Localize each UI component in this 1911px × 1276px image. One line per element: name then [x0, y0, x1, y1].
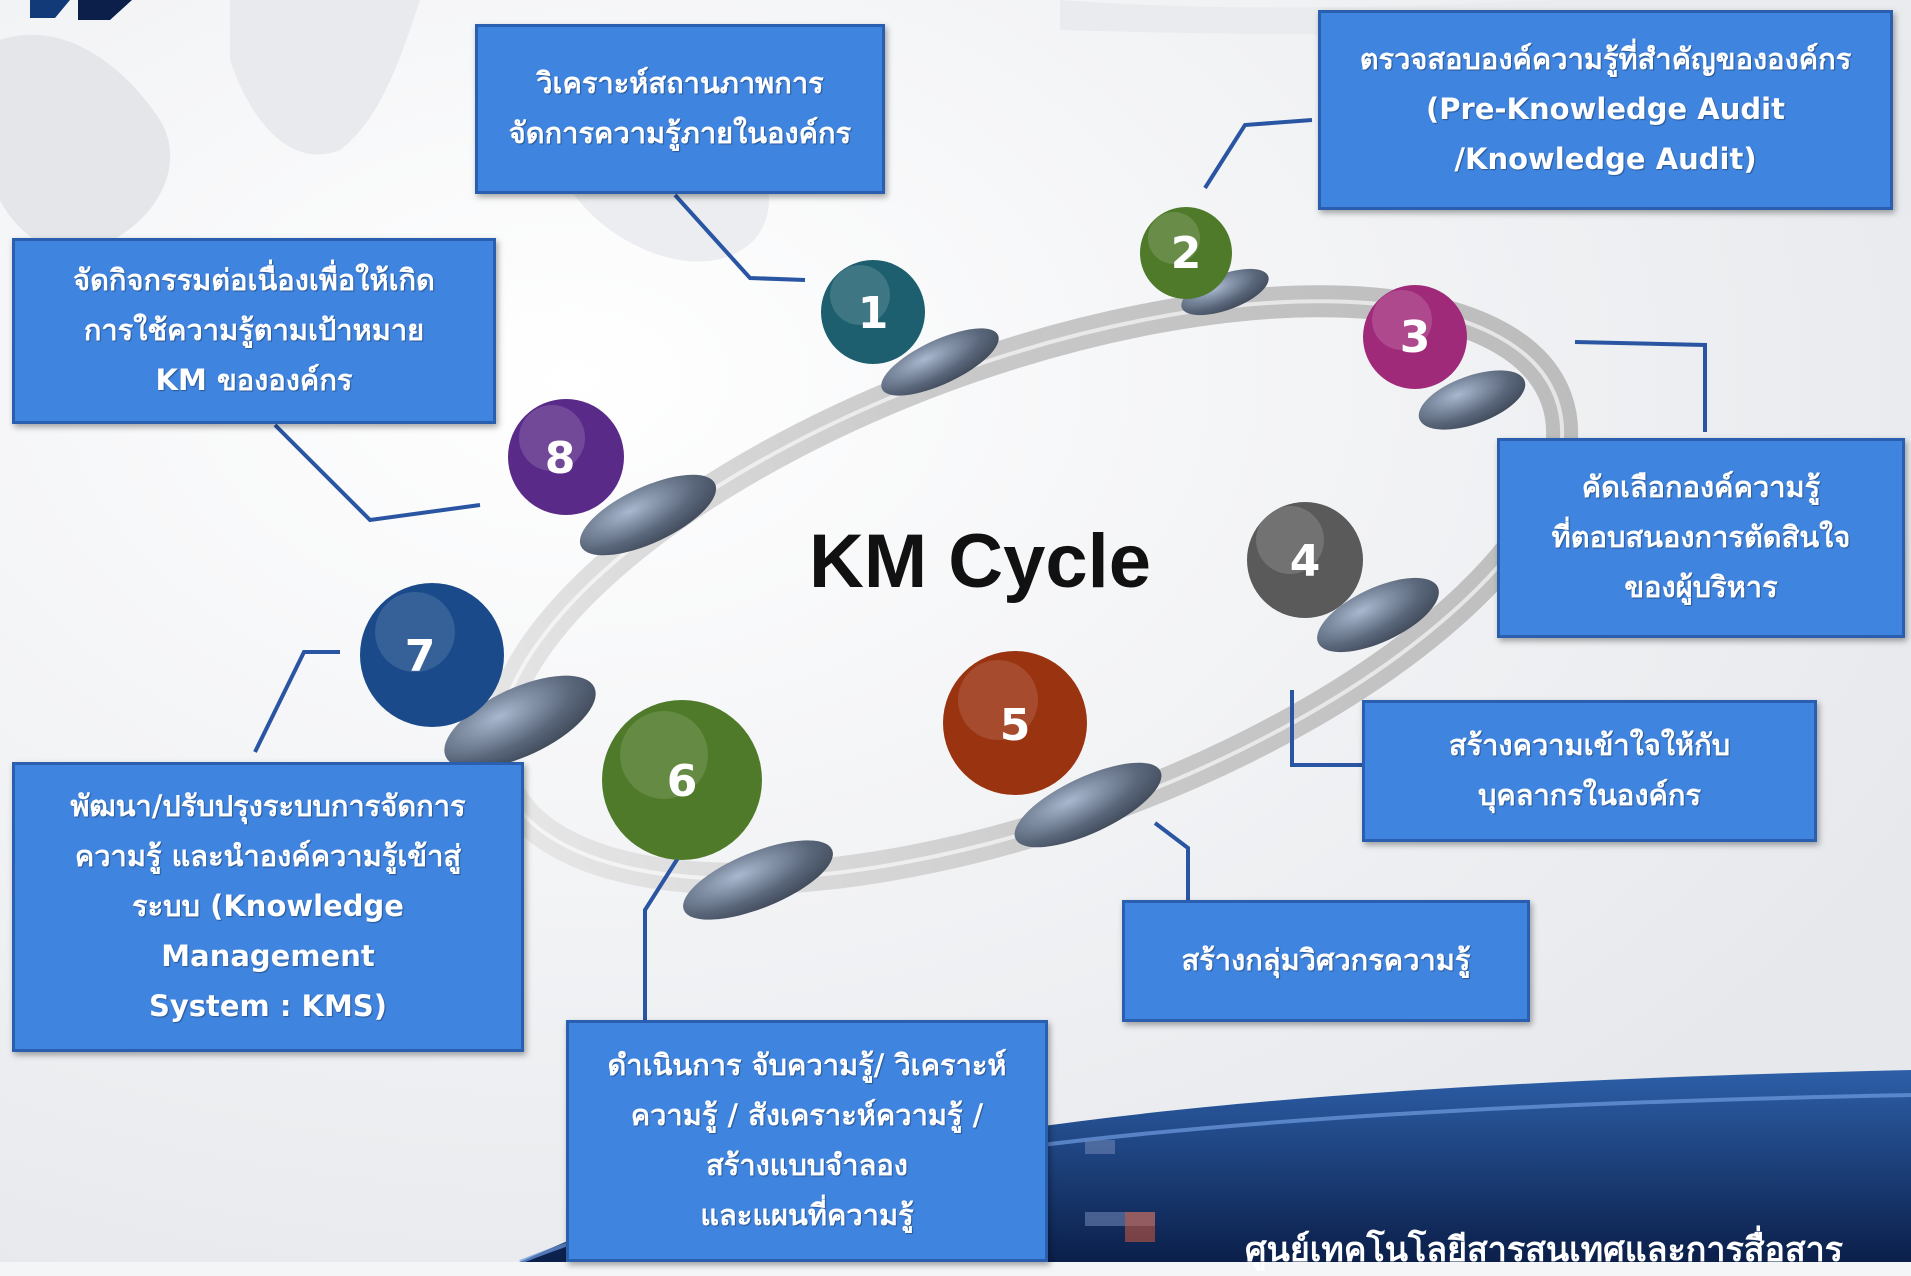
badge-8: 8 [508, 399, 624, 515]
step-6-box: ดำเนินการ จับความรู้/ วิเคราะห์ ความรู้ … [566, 1020, 1048, 1262]
disc-1 [881, 328, 999, 396]
connector-3 [1574, 340, 1707, 432]
badge-6-label: 6 [667, 756, 698, 807]
disc-7 [444, 675, 596, 769]
step-7-box: พัฒนา/ปรับปรุงระบบการจัดการ ความรู้ และน… [12, 762, 524, 1052]
connector-4 [1290, 690, 1362, 767]
badge-8-label: 8 [545, 433, 576, 484]
step-4-text: สร้างความเข้าใจให้กับ บุคลากรในองค์กร [1448, 728, 1731, 812]
step-3-text: คัดเลือกองค์ความรู้ ที่ตอบสนองการตัดสินใ… [1551, 470, 1851, 604]
step-1-box: วิเคราะห์สถานภาพการ จัดการความรู้ภายในอง… [475, 24, 885, 194]
step-2-text: ตรวจสอบองค์ความรู้ที่สำคัญขององค์กร (Pre… [1359, 42, 1852, 176]
badge-1-label: 1 [858, 288, 889, 339]
step-8-text: จัดกิจกรรมต่อเนื่องเพื่อให้เกิด การใช้คว… [73, 263, 435, 397]
logo-icon [30, 0, 132, 20]
connector-6 [643, 856, 680, 1020]
step-1-text: วิเคราะห์สถานภาพการ จัดการความรู้ภายในอง… [508, 66, 852, 150]
step-2-box: ตรวจสอบองค์ความรู้ที่สำคัญขององค์กร (Pre… [1318, 10, 1893, 210]
disc-2 [1181, 268, 1269, 316]
disc-8 [579, 474, 717, 556]
badge-1: 1 [821, 260, 925, 364]
footer-org-name: ศูนย์เทคโนโลยีสารสนเทศและการสื่อสาร [1245, 1230, 1843, 1270]
disc-3 [1418, 370, 1526, 430]
badge-4: 4 [1247, 502, 1363, 618]
disc-6 [683, 840, 833, 920]
step-3-box: คัดเลือกองค์ความรู้ ที่ตอบสนองการตัดสินใ… [1497, 438, 1905, 638]
badge-2: 2 [1140, 207, 1232, 299]
badge-7-label: 7 [405, 631, 436, 682]
center-title: KM Cycle [808, 519, 1152, 604]
step-5-text: สร้างกลุ่มวิศวกรความรู้ [1181, 943, 1471, 978]
badge-3: 3 [1363, 285, 1467, 389]
connector-8 [273, 423, 481, 523]
badge-7: 7 [360, 583, 504, 727]
disc-4 [1317, 577, 1439, 653]
badge-5: 5 [943, 651, 1087, 795]
step-7-text: พัฒนา/ปรับปรุงระบบการจัดการ ความรู้ และน… [70, 789, 466, 1023]
connector-7 [253, 650, 340, 753]
step-6-text: ดำเนินการ จับความรู้/ วิเคราะห์ ความรู้ … [607, 1048, 1007, 1232]
connector-1 [673, 193, 806, 282]
badge-5-label: 5 [1000, 700, 1031, 751]
connector-5 [1153, 821, 1190, 900]
badge-4-label: 4 [1290, 536, 1321, 587]
step-8-box: จัดกิจกรรมต่อเนื่องเพื่อให้เกิด การใช้คว… [12, 238, 496, 424]
badge-2-label: 2 [1171, 228, 1202, 279]
step-4-box: สร้างความเข้าใจให้กับ บุคลากรในองค์กร [1362, 700, 1817, 842]
badge-3-label: 3 [1400, 312, 1431, 363]
disc-5 [1014, 762, 1162, 848]
badge-6: 6 [602, 700, 762, 860]
step-badges: 1 2 3 4 5 [360, 207, 1467, 860]
connector-2 [1203, 118, 1313, 190]
step-5-box: สร้างกลุ่มวิศวกรความรู้ [1122, 900, 1530, 1022]
